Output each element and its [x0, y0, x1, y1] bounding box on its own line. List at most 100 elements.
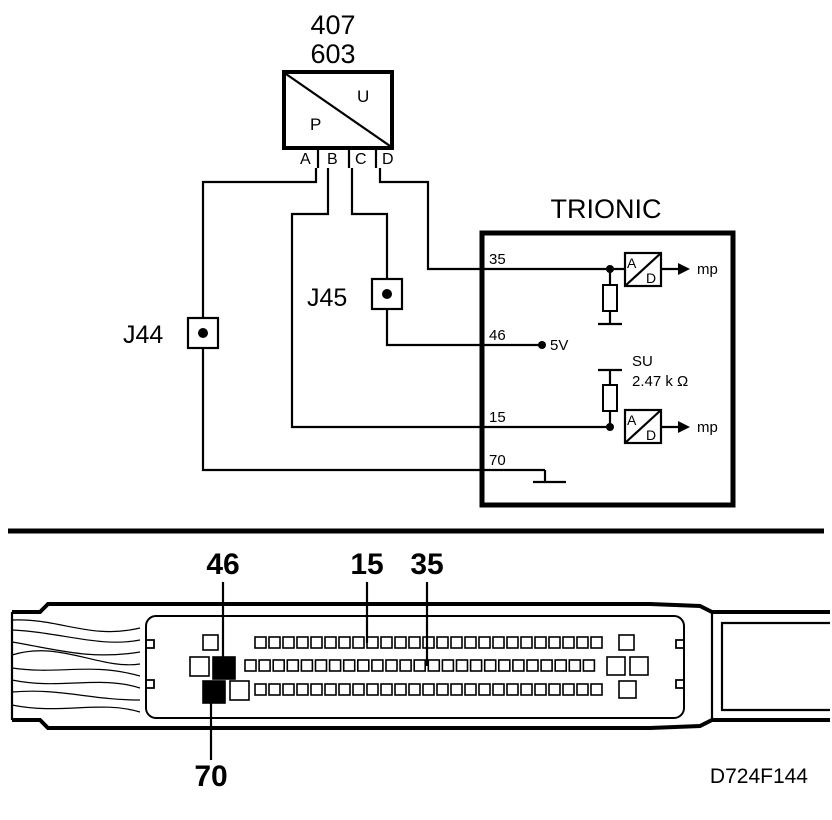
connector-pin	[492, 636, 505, 649]
sensor-label-bottom: 603	[310, 39, 355, 69]
connector-pin	[469, 659, 483, 672]
connector-pin	[282, 683, 295, 696]
connector-pin	[492, 683, 505, 696]
connector-pin	[366, 683, 379, 696]
connector-pin	[436, 636, 449, 649]
connector-pin	[338, 683, 351, 696]
connector-pin	[568, 659, 582, 672]
connector-pin	[254, 683, 267, 696]
connector-pin	[296, 683, 309, 696]
connector-pin	[244, 659, 257, 672]
callout-46: 46	[206, 548, 239, 581]
connector-pin	[399, 659, 412, 672]
connector-pin	[455, 659, 469, 672]
connector-pin	[534, 636, 547, 649]
connector-pin	[606, 656, 626, 676]
node-dot	[606, 423, 614, 431]
connector-pin	[512, 659, 525, 672]
connector-pin	[229, 680, 250, 701]
housing-top-edge	[140, 602, 830, 614]
connector-pin	[582, 659, 596, 672]
connector-pin	[268, 636, 281, 649]
connector-pin	[478, 683, 491, 696]
connector-pin	[464, 683, 477, 696]
callout-35: 35	[410, 548, 443, 581]
connector-pin	[562, 683, 575, 696]
arrow-icon	[678, 263, 690, 275]
connector-pin	[296, 636, 309, 649]
connector-pin	[576, 636, 589, 649]
adc1-label-a: A	[627, 255, 637, 271]
connector-pin	[310, 636, 323, 649]
connector-pin	[441, 659, 455, 672]
pulldown-resistor	[602, 284, 618, 312]
adc1-label-d: D	[646, 270, 656, 286]
sensor-pin-b: B	[327, 151, 338, 168]
arrow-icon	[678, 421, 690, 433]
connector-pin	[618, 634, 635, 651]
wire-c-to-pin46	[350, 168, 540, 347]
adc2-output-label: mp	[697, 419, 718, 436]
junction-j45-box	[370, 277, 404, 311]
ecu-pin-46: 46	[489, 327, 506, 344]
ecu-title: TRIONIC	[551, 194, 662, 224]
connector-pin	[427, 659, 441, 672]
connector-pin	[338, 636, 351, 649]
connector-pin	[352, 683, 365, 696]
junction-j44-label: J44	[123, 321, 163, 349]
cable-harness	[11, 619, 141, 713]
connector-pin	[548, 683, 561, 696]
connector-pin	[272, 659, 286, 672]
connector-pin	[380, 636, 393, 649]
junction-j45-dot	[382, 289, 392, 299]
callout-15: 15	[350, 548, 383, 581]
ecu-pin-15: 15	[489, 409, 506, 426]
connector-pin	[324, 636, 337, 649]
connector-pin	[356, 659, 370, 672]
adc2-label-d: D	[646, 427, 656, 443]
connector-pin	[413, 659, 427, 672]
connector-housing	[145, 615, 685, 719]
pullup-label-value: 2.47 k Ω	[632, 373, 688, 390]
connector-pin	[618, 680, 637, 699]
supply-label: 5V	[550, 337, 568, 354]
connector-pin	[562, 636, 575, 649]
connector-pin	[450, 636, 463, 649]
harness-edge-bottom	[12, 718, 140, 730]
ecu-box	[479, 230, 736, 508]
connector-pin	[286, 659, 300, 672]
connector-pin	[282, 636, 295, 649]
connector-pin	[506, 683, 519, 696]
pullup-label-su: SU	[632, 353, 653, 370]
junction-j44-dot	[198, 328, 208, 338]
supply-dot	[538, 341, 546, 349]
connector-pin	[408, 683, 421, 696]
connector-pin	[342, 659, 356, 672]
connector-pin	[534, 683, 547, 696]
connector-pin	[385, 659, 398, 672]
wire-d-to-pin35	[378, 168, 625, 271]
connector-pin	[258, 659, 271, 672]
connector-pin	[590, 683, 603, 696]
connector-pin	[328, 659, 342, 672]
connector-pin	[422, 636, 435, 649]
connector-pin	[436, 683, 449, 696]
ecu-pin-70: 70	[489, 452, 506, 469]
harness-edge-top	[12, 602, 140, 614]
wire-a-to-pin70	[201, 168, 545, 472]
connector-pin	[268, 683, 281, 696]
sensor-diagonal	[285, 73, 391, 147]
housing-slot	[720, 621, 830, 712]
wire-b-to-pin15	[290, 168, 610, 429]
connector-pin	[506, 636, 519, 649]
junction-j45-label: J45	[307, 284, 347, 312]
connector-pin-grid	[189, 634, 649, 704]
ecu-pin-35: 35	[489, 251, 506, 268]
connector-pin	[520, 683, 533, 696]
connector-pin	[324, 683, 337, 696]
housing-bottom-edge	[140, 718, 830, 730]
connector-pin	[590, 636, 603, 649]
sensor-symbol-u: U	[357, 87, 369, 106]
connector-pin	[352, 636, 365, 649]
